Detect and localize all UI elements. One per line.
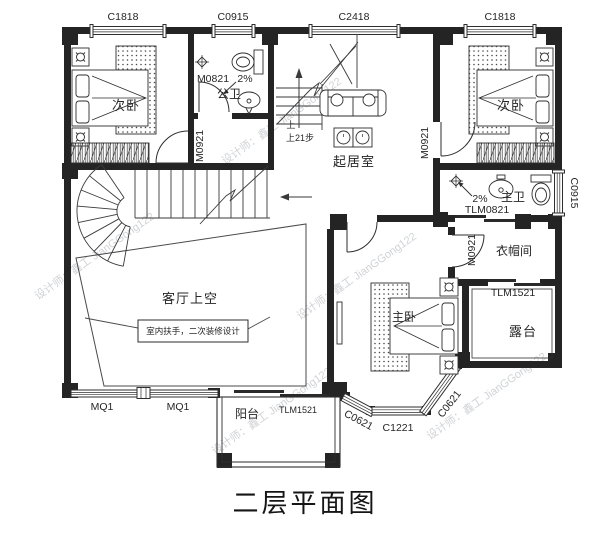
door-label-m0921-left: M0921 [194,130,206,162]
sliding-door-tlm1521-balcony [234,390,330,397]
nightstand [439,277,459,297]
pillow [441,302,455,326]
window-c1221 [371,406,425,416]
mullion [136,387,151,399]
nightstand [439,355,459,375]
window-c0915-top [211,24,256,38]
lamp-icon [444,282,454,370]
master-bath-fixtures [449,174,552,206]
window-label-c1221: C1221 [383,422,414,434]
bedroom-left-furniture [70,45,157,164]
room-label-bedroom-right: 次卧 [497,98,525,113]
sliding-door-tlm1521-terrace [488,279,542,286]
window-c1818-left [89,24,167,38]
staircase [76,34,359,267]
pillow [75,74,90,98]
slope-label-master-bath: 2% [472,193,487,205]
door-label-tlm1521-terrace: TLM1521 [491,287,536,299]
drawing-title: 二层平面图 [232,488,377,518]
window-c2418 [308,24,401,38]
windows [70,24,565,418]
sofa [319,89,387,117]
room-label-bedroom-left: 次卧 [112,98,140,113]
sliding-doors [234,215,542,397]
columns [62,27,562,468]
door-public-bath [198,81,230,113]
window-label-c1818-right: C1818 [485,11,516,23]
pillow [535,74,550,98]
sink-icon [237,91,261,116]
window-label-c0915-right: C0915 [568,178,580,209]
handrail-callout-text: 室内扶手，二次装修设计 [146,326,240,336]
lamp-icon [539,52,550,142]
tv-cabinet [336,301,343,345]
door-label-m0921-cloakroom: M0921 [466,234,478,266]
shower-icon [195,55,209,69]
wardrobe [476,142,555,164]
up-arrow [295,68,303,78]
living-room-furniture [319,89,387,148]
lamp-icon [75,52,86,142]
stairs-up-label: 上 [286,120,295,130]
room-label-public-bath: 公卫 [217,87,241,101]
doors [155,81,485,268]
terrace-inner-line [471,288,553,359]
door-label-tlm0821: TLM0821 [465,204,510,216]
room-label-cloakroom: 衣帽间 [496,243,532,258]
room-label-terrace: 露台 [509,324,537,339]
public-bath-fixtures [195,49,264,116]
stairs-steps-label: 上21步 [286,133,314,143]
toilet-icon [231,49,264,75]
room-label-balcony: 阳台 [235,406,259,421]
window-label-c0915-top: C0915 [218,11,249,23]
window-label-c2418: C2418 [339,11,370,23]
run-arrow [280,193,289,201]
window-mq1 [70,387,219,399]
room-label-void: 客厅上空 [162,291,218,306]
sink-icon [488,174,514,199]
slope-label-public-bath: 2% [237,73,252,85]
room-label-master-bedroom: 主卧 [392,310,416,324]
wall-label-mq1-b: MQ1 [167,401,190,413]
pillow [535,100,550,124]
balcony-outline [216,396,341,468]
window-label-c1818-left: C1818 [108,11,139,23]
nightstand [71,47,90,67]
nightstand [535,47,554,67]
door-label-m0821: M0821 [197,73,229,85]
room-label-master-bath: 主卫 [501,190,525,204]
wall-label-mq1-a: MQ1 [91,401,114,413]
door-bedroom-left [155,130,189,164]
door-label-m0921-right: M0921 [419,127,431,159]
bedroom-right-furniture [468,45,555,164]
sliding-door-tlm0821 [455,215,515,222]
room-label-living: 起居室 [333,154,375,169]
door-master-bedroom [346,221,378,253]
handrail-callout: 室内扶手，二次装修设计 [84,316,271,343]
pillow [75,100,90,124]
wardrobe [70,142,150,164]
void-outline [75,223,307,387]
labels: C1818 C0915 C2418 C1818 C0915 次卧 公卫 起居室 … [91,11,580,434]
window-c0915-right [552,169,565,217]
door-label-tlm1521-balcony: TLM1521 [279,405,317,415]
window-c1818-right [463,24,537,38]
door-cloakroom [451,234,485,268]
tea-table [333,127,373,148]
master-bedroom-furniture [336,277,459,375]
toilet-icon [530,174,552,206]
shower-icon [449,174,463,188]
pillow [441,328,455,352]
